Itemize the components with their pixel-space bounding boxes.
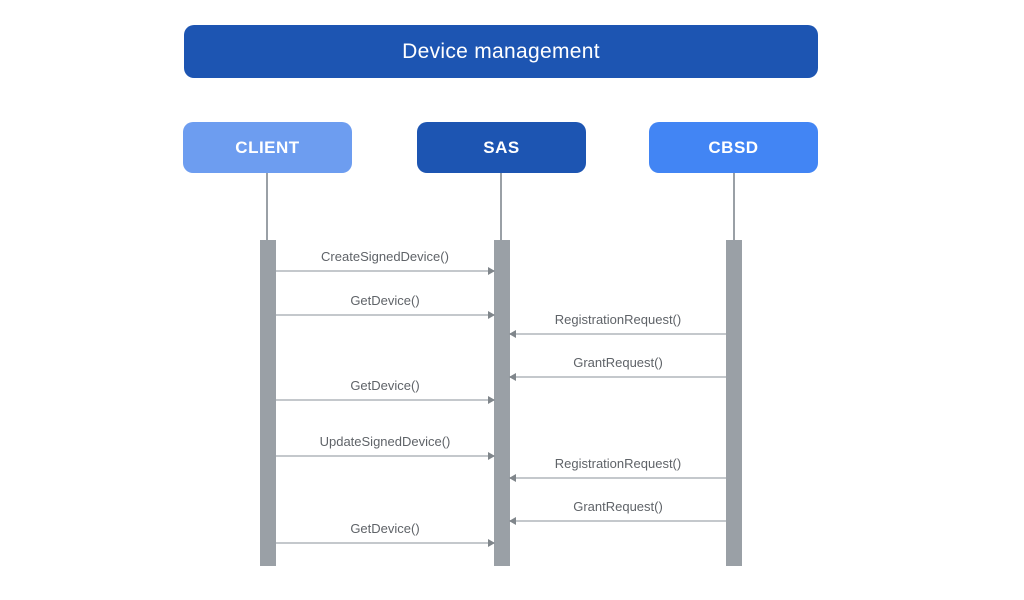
- actor-box-client: CLIENT: [183, 122, 352, 173]
- actor-box-sas: SAS: [417, 122, 586, 173]
- message-label: RegistrationRequest(): [554, 456, 682, 471]
- message-arrow-left-icon: [509, 330, 726, 338]
- message-label: GetDevice(): [350, 521, 420, 536]
- actor-label-cbsd: CBSD: [708, 137, 759, 157]
- lifeline-cbsd: [733, 173, 735, 240]
- message-label: GetDevice(): [350, 378, 420, 393]
- message-create-signed-device: CreateSignedDevice(): [276, 249, 495, 275]
- message-arrow-right-icon: [276, 539, 495, 547]
- message-arrow-right-icon: [276, 396, 495, 404]
- message-get-device-2: GetDevice(): [276, 378, 495, 404]
- message-get-device-3: GetDevice(): [276, 521, 495, 547]
- activation-bar-cbsd: [726, 240, 742, 566]
- message-label: UpdateSignedDevice(): [319, 434, 451, 449]
- actor-label-sas: SAS: [483, 137, 520, 157]
- activation-bar-client: [260, 240, 276, 566]
- message-arrow-right-icon: [276, 311, 495, 319]
- message-label: GrantRequest(): [573, 355, 663, 370]
- message-arrow-right-icon: [276, 267, 495, 275]
- message-grant-request-1: GrantRequest(): [509, 355, 726, 381]
- message-arrow-left-icon: [509, 517, 726, 525]
- message-arrow-left-icon: [509, 373, 726, 381]
- lifeline-sas: [500, 173, 502, 240]
- message-update-signed-device: UpdateSignedDevice(): [276, 434, 495, 460]
- message-label: GetDevice(): [350, 293, 420, 308]
- message-label: RegistrationRequest(): [554, 312, 682, 327]
- lifeline-client: [266, 173, 268, 240]
- message-arrow-right-icon: [276, 452, 495, 460]
- actor-box-cbsd: CBSD: [649, 122, 818, 173]
- message-label: CreateSignedDevice(): [321, 249, 449, 264]
- message-grant-request-2: GrantRequest(): [509, 499, 726, 525]
- diagram-title: Device management: [402, 39, 600, 63]
- message-registration-request-2: RegistrationRequest(): [509, 456, 726, 482]
- message-label: GrantRequest(): [573, 499, 663, 514]
- actor-label-client: CLIENT: [235, 137, 300, 157]
- message-arrow-left-icon: [509, 474, 726, 482]
- message-registration-request-1: RegistrationRequest(): [509, 312, 726, 338]
- diagram-title-banner: Device management: [184, 25, 818, 78]
- activation-bar-sas: [494, 240, 510, 566]
- message-get-device-1: GetDevice(): [276, 293, 495, 319]
